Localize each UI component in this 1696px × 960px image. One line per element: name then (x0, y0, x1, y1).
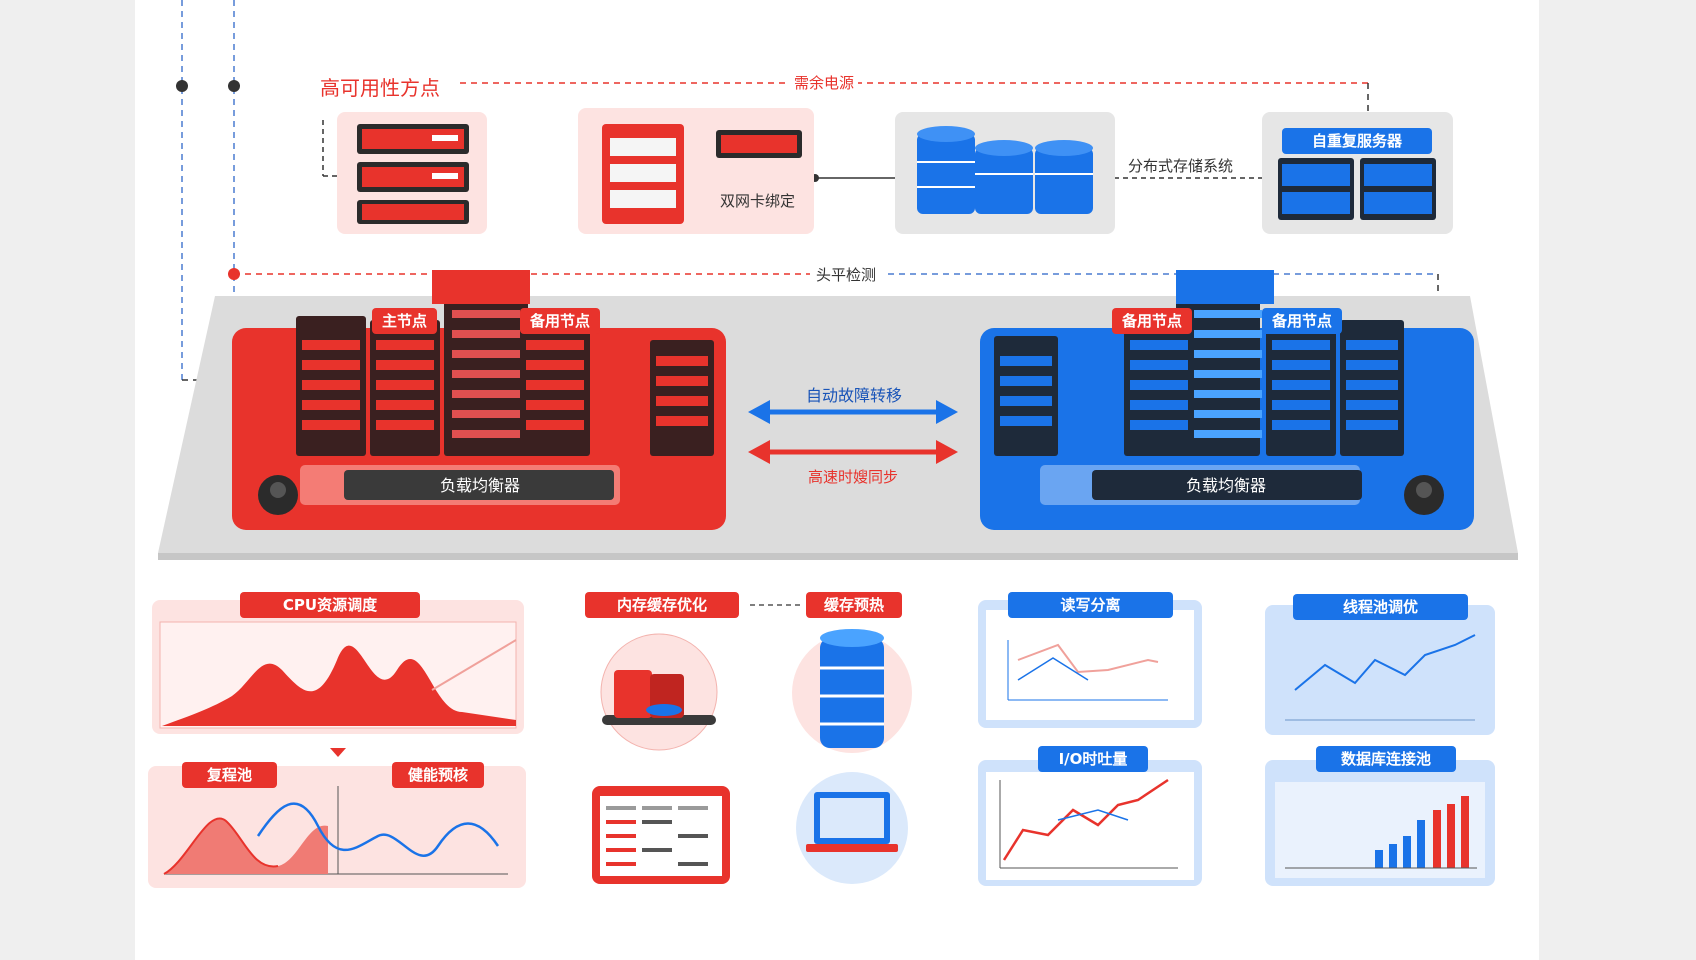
sync-arrow (748, 440, 958, 464)
laptop-illustration (796, 772, 908, 884)
thread-pool-tag: 线程池调优 (1293, 594, 1468, 620)
database-icon (917, 126, 1093, 214)
failover-label: 自动故障转移 (806, 386, 903, 405)
red-backup-node-tag: 备用节点 (520, 308, 601, 334)
primary-node-tag: 主节点 (372, 308, 438, 334)
pool-b-tag: 健能预核 (392, 762, 484, 788)
power-label: 需余电源 (790, 72, 859, 93)
nic-bonding-card (578, 108, 814, 234)
preheat-tag: 缓存预热 (806, 592, 902, 618)
sync-label: 高速时嫂同步 (808, 468, 899, 486)
cache-table-card (592, 786, 730, 884)
redundant-server-card (337, 112, 487, 234)
thread-pool-panel (1265, 605, 1495, 735)
blue-backup-node-tag-2: 备用节点 (1262, 308, 1343, 334)
red-load-balancer-label: 负载均衡器 (440, 476, 521, 495)
server-rack-icon (357, 124, 469, 224)
ha-label: 高可用性方点 (320, 76, 440, 100)
io-panel (978, 760, 1202, 886)
failover-arrow (748, 400, 958, 424)
io-tag: I/O时吐量 (1038, 746, 1148, 772)
preheat-db-illustration (792, 629, 912, 753)
server-tower-icon (602, 124, 802, 224)
mem-cache-illustration (600, 633, 718, 751)
blue-load-balancer-label: 负载均衡器 (1186, 476, 1267, 495)
standby-pill: 自重复服务器 (1282, 128, 1432, 154)
trunk-node-a (176, 80, 188, 92)
rw-split-panel (978, 600, 1202, 728)
nic-label: 双网卡绑定 (720, 192, 796, 210)
storage-card (895, 112, 1115, 234)
blue-backup-node-tag-1: 备用节点 (1112, 308, 1193, 334)
mem-cache-tag: 内存缓存优化 (585, 592, 739, 618)
db-pool-tag: 数据库连接池 (1316, 746, 1456, 772)
cpu-panel (152, 600, 524, 734)
storage-label: 分布式存储系统 (1128, 157, 1234, 175)
cpu-area-chart (159, 621, 517, 729)
rw-split-tag: 读写分离 (1008, 592, 1173, 618)
trunk-node-b (228, 80, 240, 92)
db-pool-panel (1265, 760, 1495, 886)
heartbeat-label: 头平检测 (812, 264, 881, 285)
blue-server-icon (1278, 158, 1436, 220)
pool-line-chart (163, 786, 508, 875)
pool-a-tag: 复程池 (182, 762, 277, 788)
cpu-tag: CPU资源调度 (240, 592, 420, 618)
